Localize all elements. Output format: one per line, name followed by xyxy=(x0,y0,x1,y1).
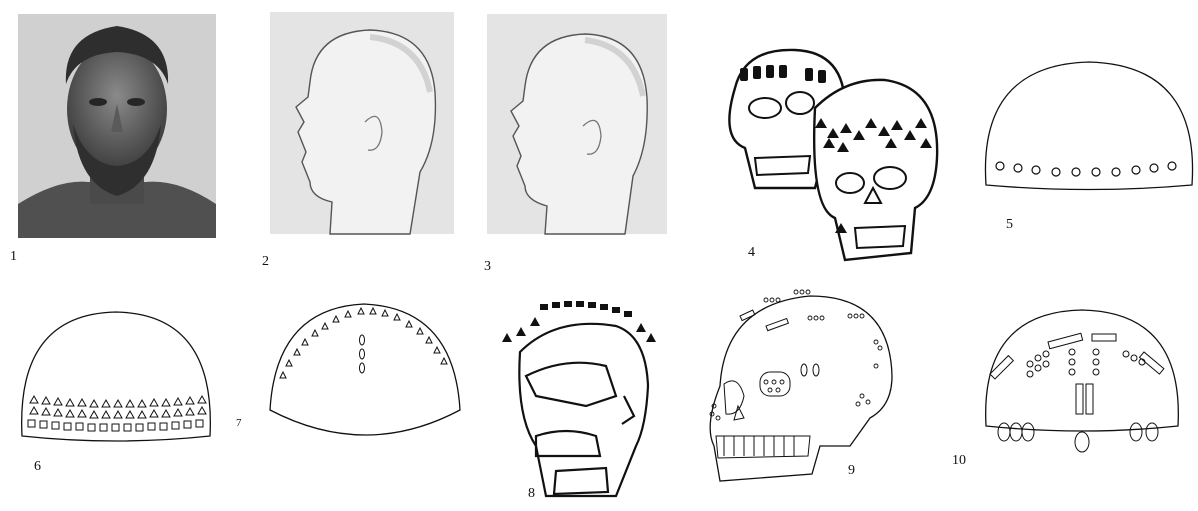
dome-cap-drawing xyxy=(266,300,464,446)
figure-number: 9 xyxy=(848,464,855,478)
figure-number: 6 xyxy=(34,460,41,474)
dome-cap-drawing xyxy=(16,308,216,448)
profile-head-drawing xyxy=(487,14,667,234)
figure-number: 2 xyxy=(262,255,269,269)
figure-number: 8 xyxy=(528,487,535,501)
bronze-bust-image xyxy=(18,14,216,238)
dome-cap-drawing xyxy=(978,60,1198,196)
figure-number: 10 xyxy=(952,454,966,468)
two-skulls-drawing xyxy=(715,48,945,270)
figure-number: 1 xyxy=(10,250,17,264)
figure-number: 4 xyxy=(748,246,755,260)
figure-number: 5 xyxy=(1006,218,1013,232)
skull-side-view-drawing xyxy=(700,286,904,486)
figure-number: 3 xyxy=(484,260,491,274)
skull-fragment-drawing xyxy=(496,296,660,506)
figure-number: 7 xyxy=(236,418,242,429)
profile-head-drawing xyxy=(270,12,454,234)
dome-cap-drawing xyxy=(976,306,1188,456)
